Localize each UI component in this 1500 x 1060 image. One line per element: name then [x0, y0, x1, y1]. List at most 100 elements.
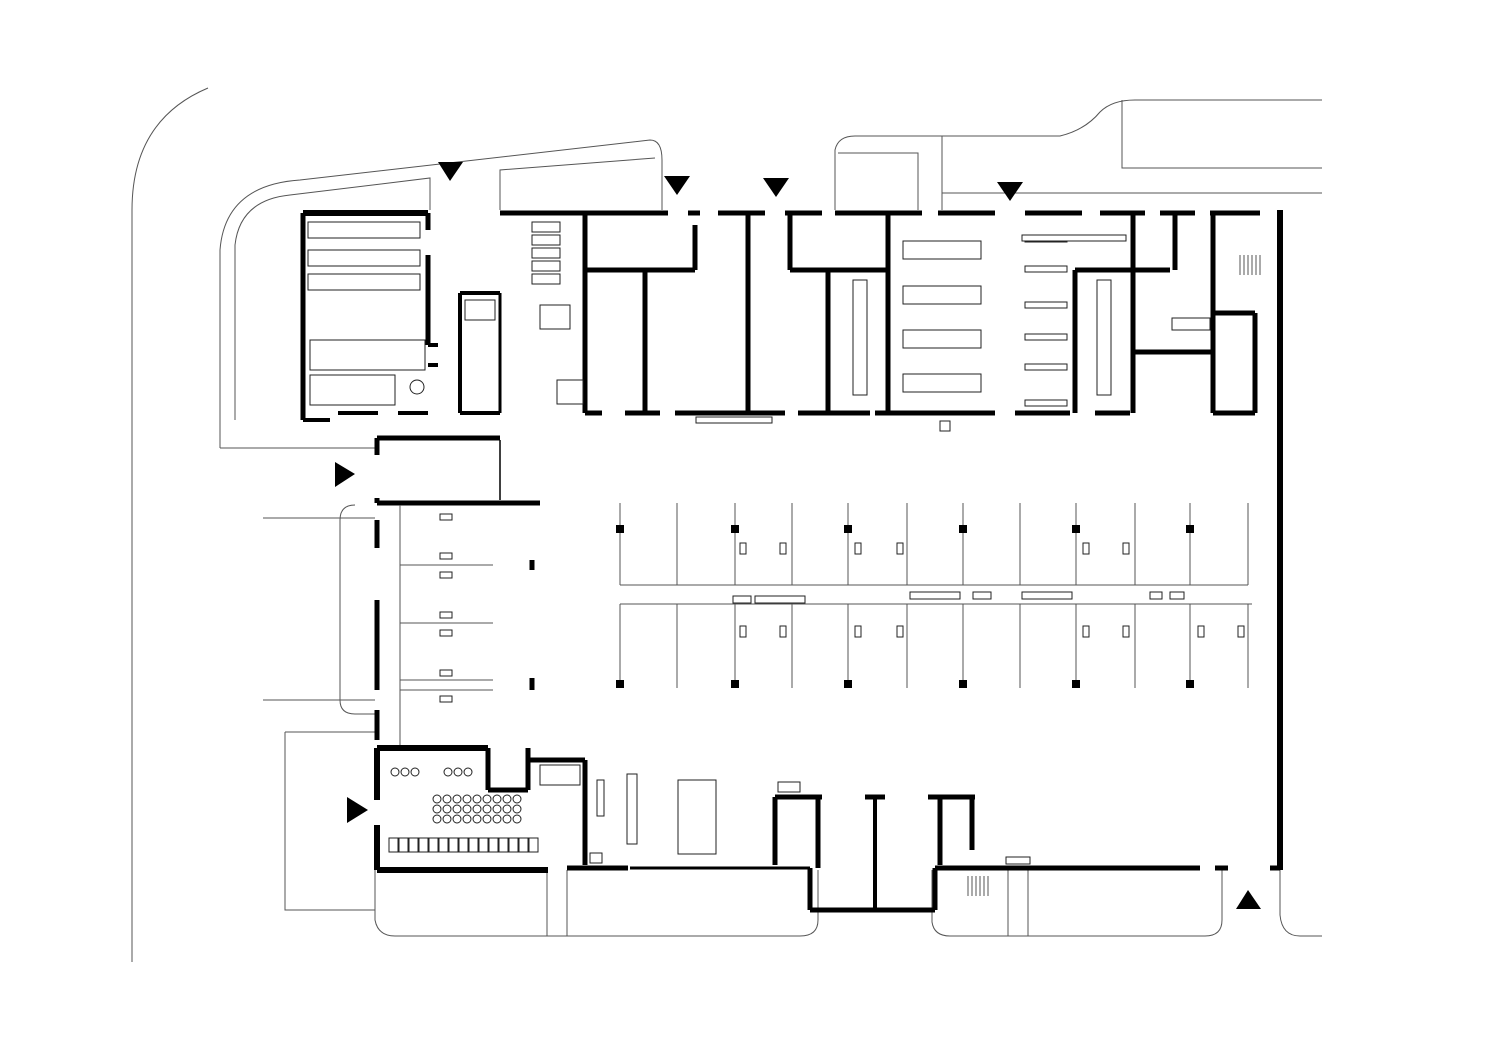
stool [442, 814, 452, 824]
desk [531, 234, 561, 246]
counter-seat [508, 837, 519, 853]
stool [442, 804, 452, 814]
appliance [463, 767, 473, 777]
fixture [1171, 317, 1211, 331]
fixture [909, 591, 961, 600]
desk [531, 247, 561, 259]
stool [442, 794, 452, 804]
stool [502, 794, 512, 804]
fixture [754, 595, 806, 604]
fixture [596, 779, 605, 817]
fixture [1005, 856, 1031, 865]
triangle-down-icon [763, 178, 789, 197]
fixture [902, 240, 982, 260]
wheel-stop [739, 542, 747, 555]
meeting-table [539, 304, 571, 330]
counter-seat [438, 837, 449, 853]
appliance [390, 767, 400, 777]
stool [502, 804, 512, 814]
shelf [1024, 363, 1068, 371]
fixture [439, 513, 453, 521]
stool [452, 814, 462, 824]
stool [462, 804, 472, 814]
structural-column [1186, 525, 1194, 533]
fixture [539, 764, 581, 786]
stool [482, 794, 492, 804]
neighbour-lot-line [834, 99, 1322, 210]
seating-row [307, 273, 421, 291]
counter-seat [428, 837, 439, 853]
shelf [1024, 265, 1068, 273]
side-lot-line [284, 731, 375, 911]
appliance [453, 767, 463, 777]
wheel-stop [1237, 625, 1245, 638]
triangle-right-icon [347, 797, 368, 823]
stool [512, 794, 522, 804]
fixture [464, 299, 496, 321]
desk [531, 260, 561, 272]
neighbour-lot-line [941, 100, 1322, 210]
triangle-down-icon [997, 182, 1023, 201]
structural-column [844, 680, 852, 688]
stool [452, 804, 462, 814]
counter-seat [388, 837, 399, 853]
site-curb-inner [219, 139, 663, 448]
fixture [939, 420, 951, 432]
fixture [695, 416, 773, 424]
fixture [732, 595, 752, 604]
stool [462, 794, 472, 804]
stool [502, 814, 512, 824]
fixture [439, 611, 453, 619]
parking-bay-line [263, 504, 375, 715]
fixture [677, 779, 717, 855]
shelf [1024, 301, 1068, 309]
stool [512, 804, 522, 814]
seating-row [307, 221, 421, 239]
fixture [1149, 591, 1163, 600]
structural-column [616, 525, 624, 533]
appliance [410, 767, 420, 777]
structural-column [1186, 680, 1194, 688]
counter-seat [418, 837, 429, 853]
wheel-stop [854, 625, 862, 638]
parking-grid [399, 503, 1252, 745]
triangle-down-icon [438, 162, 463, 181]
stool [452, 794, 462, 804]
fixture [439, 571, 453, 579]
entrance-markers [335, 162, 1261, 909]
fixture [777, 781, 801, 793]
stool [492, 814, 502, 824]
structural-column [959, 680, 967, 688]
counter-seat [398, 837, 409, 853]
counter-seat [468, 837, 479, 853]
fixture [1169, 591, 1185, 600]
round-table [409, 379, 425, 395]
seating-row [307, 249, 421, 267]
fixture [902, 373, 982, 393]
wheel-stop [739, 625, 747, 638]
wheel-stop [779, 542, 787, 555]
stool [472, 814, 482, 824]
fixture [309, 374, 396, 406]
stool [482, 814, 492, 824]
counter-seat [458, 837, 469, 853]
walls [300, 210, 1283, 913]
structural-column [1072, 680, 1080, 688]
stool [512, 814, 522, 824]
sidewalk-line [499, 157, 656, 210]
bottom-sidewalk-line [931, 870, 1223, 937]
counter-seat [518, 837, 529, 853]
fixture [439, 552, 453, 560]
shelf [1024, 399, 1068, 407]
fixture [439, 629, 453, 637]
counter-seat [448, 837, 459, 853]
fixture [439, 669, 453, 677]
shelf [1024, 333, 1068, 341]
desk [531, 221, 561, 233]
fixture [626, 773, 638, 845]
desk [531, 273, 561, 285]
wheel-stop [1082, 625, 1090, 638]
structural-column [1072, 525, 1080, 533]
fixture [1096, 279, 1112, 396]
